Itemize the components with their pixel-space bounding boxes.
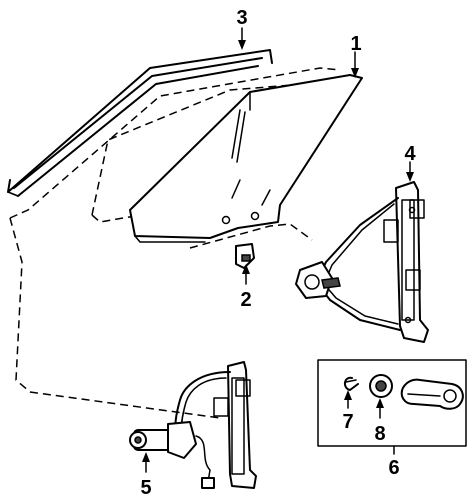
window-crank-handle (400, 378, 464, 410)
callout-6: 6 (388, 457, 399, 479)
bezel (369, 374, 393, 398)
run-channel (7, 49, 273, 197)
callout-8: 8 (374, 423, 385, 445)
door-glass (129, 74, 363, 243)
leader-lines (142, 27, 414, 473)
callout-7: 7 (342, 411, 353, 433)
callout-4: 4 (404, 143, 416, 165)
callout-5: 5 (140, 477, 151, 499)
front-regulator (295, 181, 429, 343)
handle-clip (344, 376, 359, 391)
callout-3: 3 (236, 7, 247, 29)
glass-clip (235, 243, 255, 269)
inset-box (317, 359, 467, 447)
callout-1: 1 (350, 33, 361, 55)
rear-regulator (129, 361, 257, 489)
callout-2: 2 (240, 289, 251, 311)
